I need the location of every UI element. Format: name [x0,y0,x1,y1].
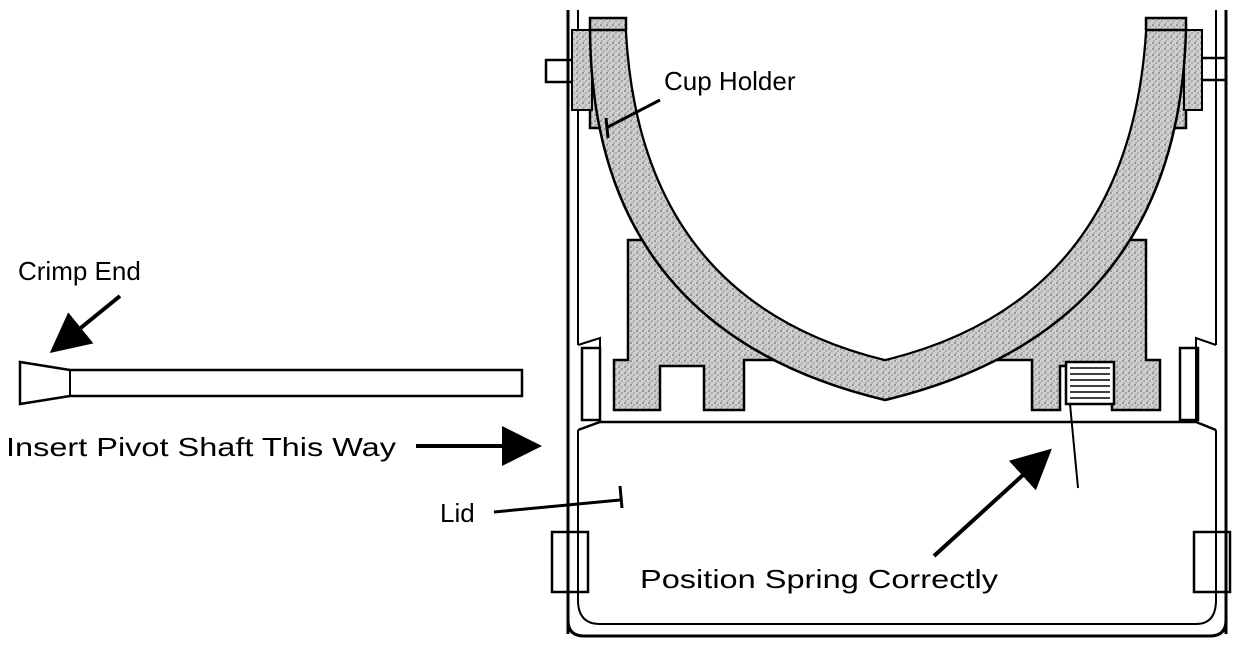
label-cup-holder: Cup Holder [664,66,796,96]
lid-leader [493,498,621,514]
spring [1064,360,1116,489]
pivot-shaft [18,360,524,406]
side-tabs [544,56,1232,594]
cup-holder [571,16,1203,412]
crimp-end-arrow [49,294,122,354]
label-lid: Lid [440,498,475,528]
cup-holder-leader [605,98,661,130]
label-position-spring: Position Spring Correctly [640,564,998,594]
leader-lines [49,98,1052,558]
spring-arrow [932,448,1052,558]
label-crimp-end: Crimp End [18,256,141,286]
label-insert-pivot-shaft: Insert Pivot Shaft This Way [6,432,396,462]
